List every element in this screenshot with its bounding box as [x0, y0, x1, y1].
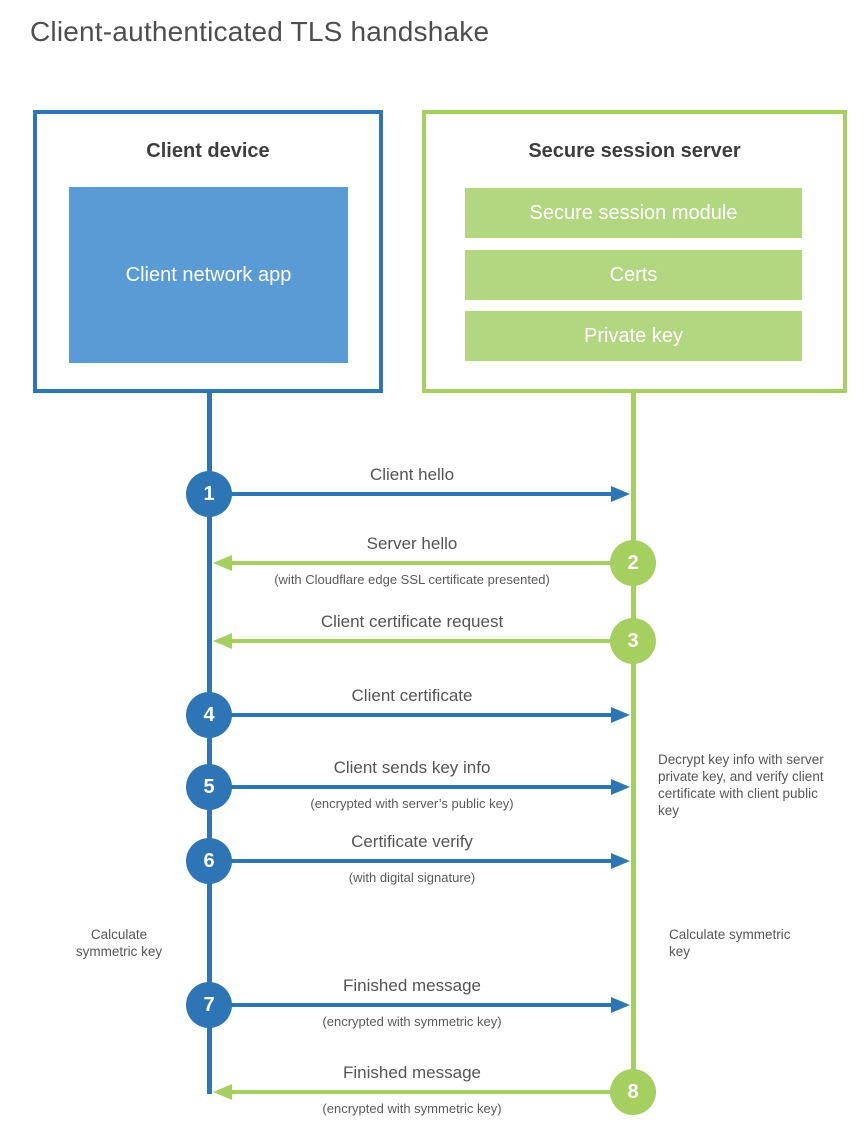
step-3-arrow [231, 639, 610, 643]
step-5-sublabel: (encrypted with server’s public key) [310, 796, 514, 811]
step-1-arrow [231, 492, 612, 496]
step-3-label: Client certificate request [320, 612, 504, 631]
server-module-bar-private-key: Private key [465, 311, 802, 361]
server-lifeline [631, 393, 636, 1092]
page-title: Client-authenticated TLS handshake [30, 16, 490, 47]
step-2-label: Server hello [366, 534, 458, 553]
calculate-symmetric-key-left: Calculate symmetric key [75, 927, 163, 959]
step-2-sublabel: (with Cloudflare edge SSL certificate pr… [274, 572, 550, 587]
step-1-badge: 1 [186, 471, 232, 517]
step-4-badge: 4 [186, 692, 232, 738]
server-module-label: Secure session module [529, 201, 738, 224]
step-7-badge: 7 [186, 982, 232, 1028]
server-module-bar-certs: Certs [465, 250, 802, 300]
calculate-symmetric-key-right: Calculate symmetric key [669, 927, 791, 959]
client-device-title: Client device [146, 140, 270, 162]
step-2-badge: 2 [610, 540, 656, 586]
step-6-label: Certificate verify [351, 832, 473, 851]
decrypt-key-note: Decrypt key info with server private key… [658, 752, 824, 818]
step-5-arrowhead-icon [611, 779, 630, 795]
server-module-label: Private key [584, 324, 683, 347]
step-6-arrow [231, 859, 612, 863]
step-2-arrow [231, 561, 610, 565]
step-7-arrow [231, 1003, 612, 1007]
step-7-label: Finished message [343, 976, 481, 995]
step-4-arrowhead-icon [611, 707, 630, 723]
step-2-arrowhead-icon [213, 555, 232, 571]
step-4-label: Client certificate [351, 686, 473, 705]
client-network-app-label: Client network app [125, 263, 292, 286]
step-5-label: Client sends key info [333, 758, 491, 777]
step-1-arrowhead-icon [611, 486, 630, 502]
client-lifeline [207, 393, 212, 1094]
step-6-badge: 6 [186, 838, 232, 884]
step-8-arrowhead-icon [213, 1084, 232, 1100]
secure-session-server-title: Secure session server [528, 140, 741, 162]
step-1-label: Client hello [369, 465, 455, 484]
step-5-badge: 5 [186, 764, 232, 810]
step-8-label: Finished message [343, 1063, 481, 1082]
step-6-sublabel: (with digital signature) [348, 870, 476, 885]
step-8-sublabel: (encrypted with symmetric key) [322, 1101, 502, 1116]
step-8-arrow [231, 1090, 610, 1094]
step-6-arrowhead-icon [611, 853, 630, 869]
client-network-app-box: Client network app [69, 187, 348, 363]
step-5-arrow [231, 785, 612, 789]
step-3-arrowhead-icon [213, 633, 232, 649]
step-8-badge: 8 [610, 1069, 656, 1115]
step-3-badge: 3 [610, 618, 656, 664]
server-module-bar-secure-session-module: Secure session module [465, 188, 802, 238]
step-7-arrowhead-icon [611, 997, 630, 1013]
server-module-label: Certs [609, 263, 658, 286]
step-4-arrow [231, 713, 612, 717]
step-7-sublabel: (encrypted with symmetric key) [322, 1014, 502, 1029]
